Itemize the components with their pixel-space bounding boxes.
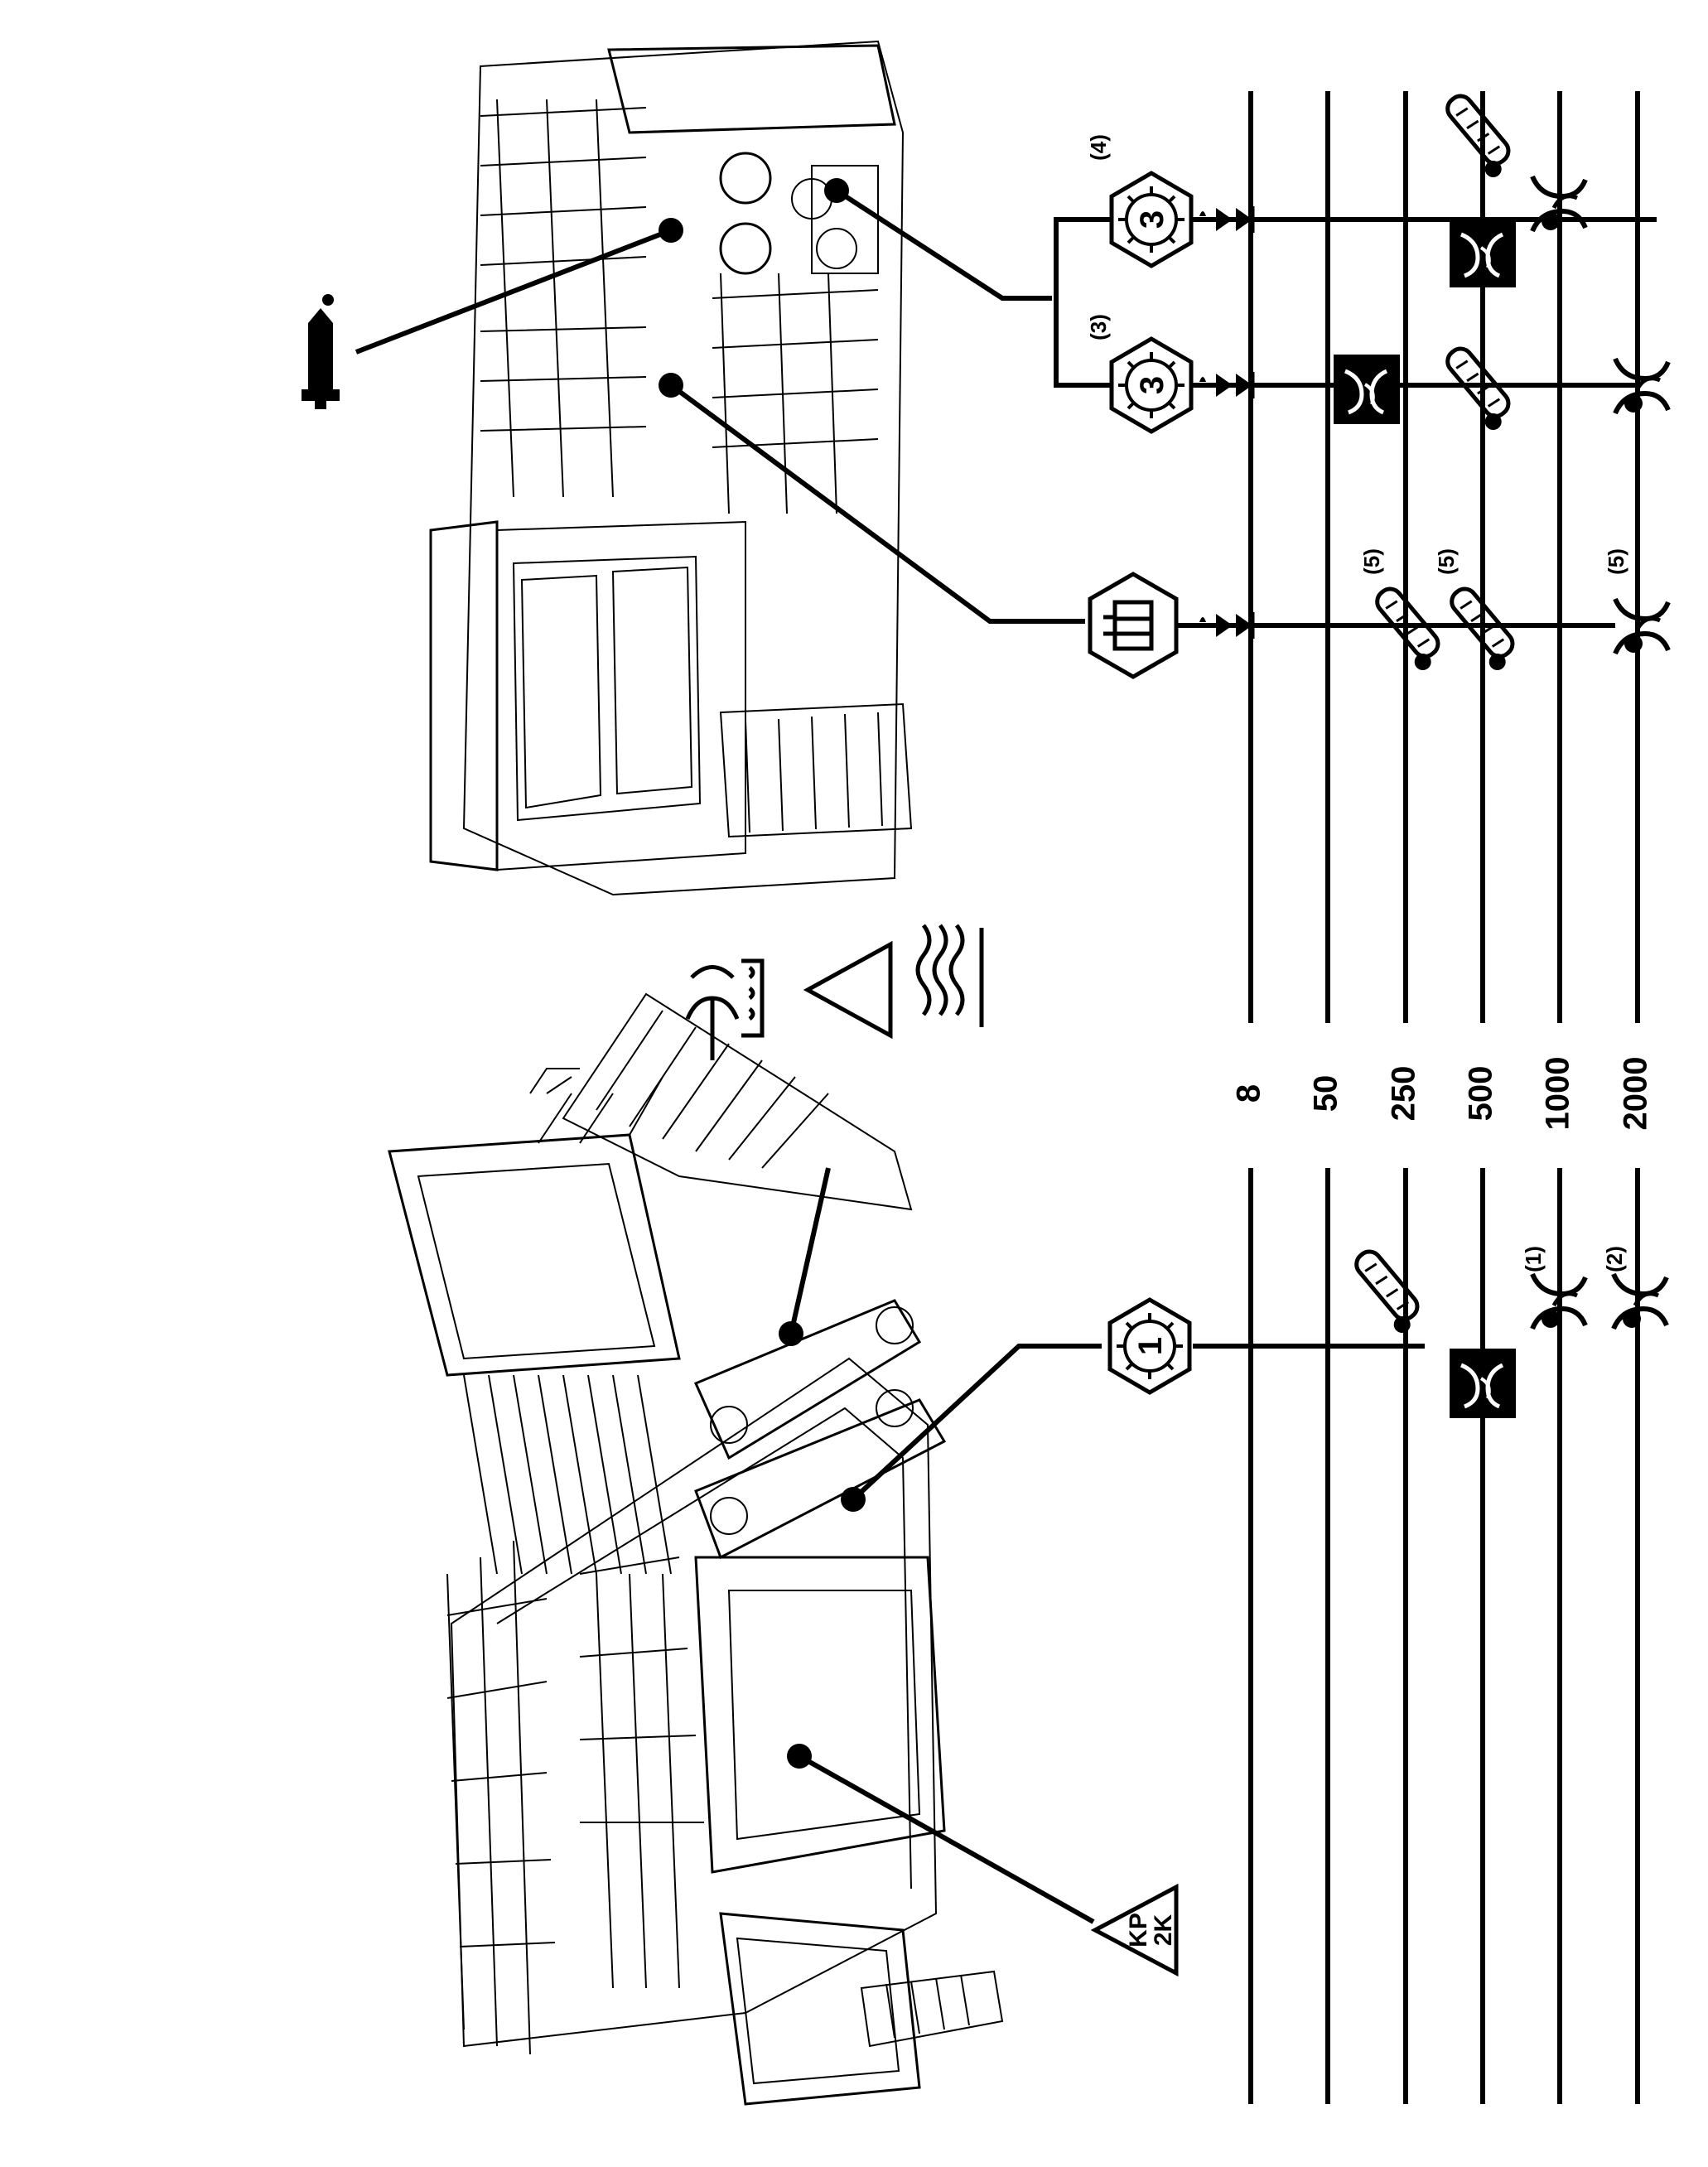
drain-change-icon bbox=[1615, 599, 1668, 654]
gearbox-oil-hexagon-icon: 1 bbox=[1110, 1300, 1189, 1392]
footnote-4: (4) bbox=[1086, 134, 1111, 161]
drain-change-icon bbox=[1334, 355, 1400, 424]
warning-triangle-icon bbox=[803, 940, 893, 1040]
interval-1000: 1000 bbox=[1540, 1057, 1576, 1131]
lubricant-kp2k-triangle-icon: KP 2K bbox=[1090, 1883, 1179, 1977]
drain-change-icon bbox=[1450, 218, 1516, 287]
interval-8: 8 bbox=[1231, 1084, 1267, 1103]
footnote-5b: (5) bbox=[1434, 548, 1459, 575]
gear-label-right-b: 3 bbox=[1134, 210, 1170, 229]
left-leaders bbox=[779, 1167, 1102, 1924]
footnote-5c: (5) bbox=[1604, 548, 1628, 575]
gearbox-oil-hexagon-icon: 3 bbox=[1112, 339, 1191, 432]
temperature-bath-icon bbox=[685, 958, 765, 1060]
machine-rear-view bbox=[429, 40, 913, 896]
machine-front-view bbox=[388, 992, 1004, 2106]
gear-label-left: 1 bbox=[1132, 1337, 1169, 1355]
oil-sample-icon bbox=[1425, 87, 1527, 181]
lubricant-kp2k-line2: 2K bbox=[1150, 1914, 1177, 1946]
interval-250: 250 bbox=[1386, 1066, 1422, 1122]
hydraulic-timeline: (5) (5) (5) bbox=[1176, 548, 1668, 674]
drain-change-icon bbox=[1450, 1349, 1516, 1418]
gear1-timeline: (1) (2) bbox=[1193, 1243, 1667, 1418]
footnote-5a: (5) bbox=[1359, 548, 1384, 575]
hydraulic-tank-hexagon-icon bbox=[1088, 572, 1179, 679]
right-leaders bbox=[355, 178, 1110, 624]
gear3a-timeline bbox=[1193, 340, 1668, 434]
interval-labels: 8 50 250 500 1000 2000 bbox=[1231, 1057, 1654, 1131]
gear3b-timeline bbox=[1193, 87, 1657, 287]
interval-500: 500 bbox=[1463, 1066, 1499, 1122]
lubricant-kp2k-line1: KP bbox=[1125, 1913, 1152, 1947]
footnote-2: (2) bbox=[1602, 1246, 1627, 1272]
interval-50: 50 bbox=[1308, 1075, 1344, 1112]
footnote-3: (3) bbox=[1086, 314, 1111, 340]
grease-gun-icon bbox=[302, 294, 340, 409]
oil-sample-icon bbox=[1334, 1243, 1436, 1337]
heat-waves-icon bbox=[915, 924, 984, 1027]
interval-2000: 2000 bbox=[1618, 1057, 1654, 1131]
gearbox-oil-hexagon-icon: 3 bbox=[1112, 173, 1191, 266]
footnote-1: (1) bbox=[1521, 1246, 1546, 1272]
gear-label-right-a: 3 bbox=[1134, 376, 1170, 394]
